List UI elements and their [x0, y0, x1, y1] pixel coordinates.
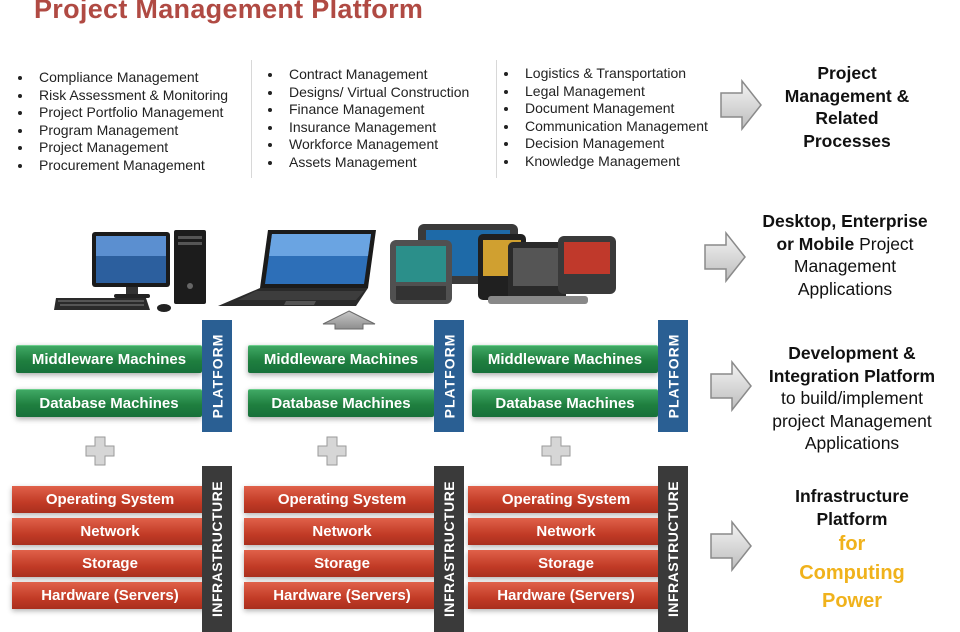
list-item: Contract Management [266, 66, 469, 84]
storage-button[interactable]: Storage [244, 550, 440, 577]
operating-system-button[interactable]: Operating System [12, 486, 208, 513]
network-button[interactable]: Network [12, 518, 208, 545]
database-machines-button[interactable]: Database Machines [472, 389, 658, 417]
list-item: Procurement Management [16, 157, 228, 175]
operating-system-button[interactable]: Operating System [468, 486, 664, 513]
right-arrow-icon [710, 360, 752, 412]
desktop-computer-icon [54, 230, 206, 312]
operating-system-button[interactable]: Operating System [244, 486, 440, 513]
process-list-2: Contract Management Designs/ Virtual Con… [266, 66, 469, 172]
hardware-servers-button[interactable]: Hardware (Servers) [12, 582, 208, 609]
plus-icon [541, 436, 571, 466]
network-button[interactable]: Network [244, 518, 440, 545]
applications-label: Desktop, Enterprise or Mobile Project Ma… [762, 211, 928, 299]
process-list-1: Compliance Management Risk Assessment & … [16, 69, 228, 175]
list-item: Decision Management [502, 135, 708, 153]
list-item: Communication Management [502, 118, 708, 136]
plus-icon [317, 436, 347, 466]
storage-button[interactable]: Storage [12, 550, 208, 577]
processes-label: Project Management & Related Processes [784, 63, 910, 151]
list-item: Knowledge Management [502, 153, 708, 171]
list-item: Document Management [502, 100, 708, 118]
storage-button[interactable]: Storage [468, 550, 664, 577]
list-item: Project Management [16, 139, 228, 157]
mobile-devices-icon [390, 224, 616, 304]
list-item: Risk Assessment & Monitoring [16, 87, 228, 105]
laptop-icon [218, 230, 376, 306]
platform-bar: PLATFORM [202, 320, 232, 432]
database-machines-button[interactable]: Database Machines [16, 389, 202, 417]
platform-bar: PLATFORM [658, 320, 688, 432]
page-title: Project Management Platform [34, 0, 424, 24]
up-arrow-icon [322, 310, 376, 330]
process-list-3: Logistics & Transportation Legal Managem… [502, 65, 708, 171]
list-item: Insurance Management [266, 119, 469, 137]
list-item: Logistics & Transportation [502, 65, 708, 83]
list-item: Finance Management [266, 101, 469, 119]
network-button[interactable]: Network [468, 518, 664, 545]
middleware-machines-button[interactable]: Middleware Machines [16, 345, 202, 373]
hardware-servers-button[interactable]: Hardware (Servers) [468, 582, 664, 609]
middleware-machines-button[interactable]: Middleware Machines [472, 345, 658, 373]
infrastructure-bar: INFRASTRUCTURE [434, 466, 464, 632]
database-machines-button[interactable]: Database Machines [248, 389, 434, 417]
right-arrow-icon [710, 520, 752, 572]
list-item: Designs/ Virtual Construction [266, 84, 469, 102]
list-item: Program Management [16, 122, 228, 140]
infrastructure-label: Infrastructure Platform for Computing Po… [795, 486, 909, 612]
right-arrow-icon [704, 231, 746, 283]
platform-bar: PLATFORM [434, 320, 464, 432]
middleware-machines-button[interactable]: Middleware Machines [248, 345, 434, 373]
development-label: Development & Integration Platform to bu… [768, 343, 936, 453]
list-divider [496, 60, 497, 178]
plus-icon [85, 436, 115, 466]
list-item: Legal Management [502, 83, 708, 101]
list-item: Compliance Management [16, 69, 228, 87]
list-item: Assets Management [266, 154, 469, 172]
hardware-servers-button[interactable]: Hardware (Servers) [244, 582, 440, 609]
infrastructure-bar: INFRASTRUCTURE [202, 466, 232, 632]
infrastructure-bar: INFRASTRUCTURE [658, 466, 688, 632]
list-divider [251, 60, 252, 178]
right-arrow-icon [720, 79, 762, 131]
list-item: Workforce Management [266, 136, 469, 154]
list-item: Project Portfolio Management [16, 104, 228, 122]
